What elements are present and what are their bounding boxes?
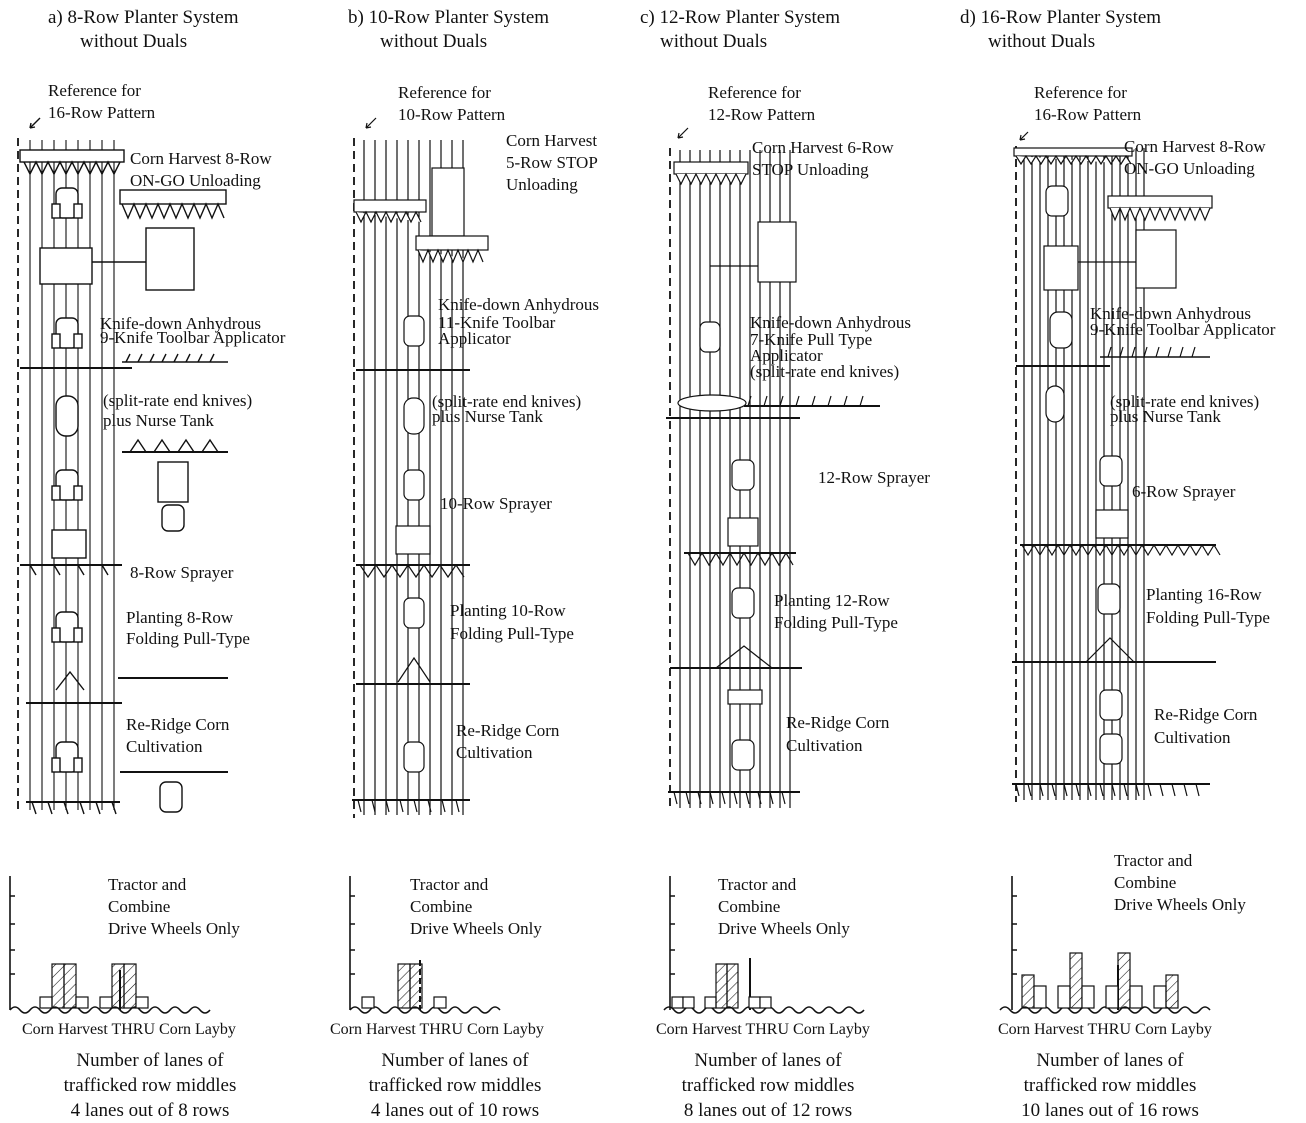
- histogram-bar: [749, 997, 760, 1008]
- histogram-bar: [52, 964, 64, 1008]
- summary-line: 10 lanes out of 16 rows: [980, 1098, 1240, 1123]
- histogram-bar: [1166, 975, 1178, 1008]
- histogram-bar: [362, 997, 374, 1008]
- panel-c: c) 12-Row Planter System without Duals R…: [640, 0, 960, 1122]
- histogram-bar: [1106, 986, 1118, 1008]
- axis-caption: Corn Harvest THRU Corn Layby: [22, 1021, 236, 1039]
- histogram-caption: Tractor and Combine Drive Wheels Only: [108, 874, 240, 940]
- summary-line: 4 lanes out of 10 rows: [320, 1098, 590, 1123]
- caption-line: Tractor and: [410, 874, 542, 896]
- caption-line: Combine: [1114, 872, 1246, 894]
- histogram-bar: [112, 964, 124, 1008]
- summary-line: Number of lanes of: [320, 1048, 590, 1073]
- histogram-bar: [434, 997, 446, 1008]
- traffic-histogram: [640, 0, 960, 1122]
- summary-line: Number of lanes of: [10, 1048, 290, 1073]
- axis-caption: Corn Harvest THRU Corn Layby: [656, 1021, 870, 1039]
- axis-caption: Corn Harvest THRU Corn Layby: [330, 1021, 544, 1039]
- histogram-bar: [76, 997, 88, 1008]
- traffic-histogram: [0, 0, 320, 1122]
- histogram-bar: [727, 964, 738, 1008]
- lanes-summary: Number of lanes of trafficked row middle…: [640, 1048, 896, 1123]
- panel-d: d) 16-Row Planter System without Duals R…: [960, 0, 1306, 1122]
- caption-line: Drive Wheels Only: [1114, 894, 1246, 916]
- caption-line: Tractor and: [108, 874, 240, 896]
- histogram-bar: [1130, 986, 1142, 1008]
- summary-line: trafficked row middles: [640, 1073, 896, 1098]
- summary-line: Number of lanes of: [640, 1048, 896, 1073]
- histogram-bar: [1118, 953, 1130, 1008]
- histogram-bar: [683, 997, 694, 1008]
- histogram-bar: [1058, 986, 1070, 1008]
- histogram-bar: [672, 997, 683, 1008]
- caption-line: Tractor and: [718, 874, 850, 896]
- histogram-bar: [100, 997, 112, 1008]
- histogram-bar: [64, 964, 76, 1008]
- lanes-summary: Number of lanes of trafficked row middle…: [10, 1048, 290, 1123]
- caption-line: Combine: [410, 896, 542, 918]
- traffic-histogram: [960, 0, 1306, 1122]
- histogram-bar: [136, 997, 148, 1008]
- histogram-bar: [1070, 953, 1082, 1008]
- histogram-bar: [410, 964, 422, 1008]
- axis-caption: Corn Harvest THRU Corn Layby: [998, 1021, 1212, 1039]
- histogram-bar: [1022, 975, 1034, 1008]
- histogram-bar: [1034, 986, 1046, 1008]
- summary-line: 8 lanes out of 12 rows: [640, 1098, 896, 1123]
- caption-line: Combine: [108, 896, 240, 918]
- caption-line: Combine: [718, 896, 850, 918]
- histogram-caption: Tractor and Combine Drive Wheels Only: [718, 874, 850, 940]
- histogram-bar: [760, 997, 771, 1008]
- summary-line: trafficked row middles: [980, 1073, 1240, 1098]
- panel-b: b) 10-Row Planter System without Duals R…: [320, 0, 640, 1122]
- histogram-caption: Tractor and Combine Drive Wheels Only: [410, 874, 542, 940]
- summary-line: trafficked row middles: [10, 1073, 290, 1098]
- summary-line: trafficked row middles: [320, 1073, 590, 1098]
- caption-line: Drive Wheels Only: [108, 918, 240, 940]
- histogram-bar: [124, 964, 136, 1008]
- panel-a: a) 8-Row Planter System without Duals Re…: [0, 0, 320, 1122]
- caption-line: Tractor and: [1114, 850, 1246, 872]
- histogram-caption: Tractor and Combine Drive Wheels Only: [1114, 850, 1246, 916]
- histogram-bar: [716, 964, 727, 1008]
- summary-line: Number of lanes of: [980, 1048, 1240, 1073]
- histogram-bar: [705, 997, 716, 1008]
- histogram-bar: [40, 997, 52, 1008]
- summary-line: 4 lanes out of 8 rows: [10, 1098, 290, 1123]
- caption-line: Drive Wheels Only: [718, 918, 850, 940]
- histogram-bar: [1082, 986, 1094, 1008]
- lanes-summary: Number of lanes of trafficked row middle…: [320, 1048, 590, 1123]
- traffic-histogram: [320, 0, 640, 1122]
- lanes-summary: Number of lanes of trafficked row middle…: [980, 1048, 1240, 1123]
- histogram-bar: [1154, 986, 1166, 1008]
- histogram-bar: [398, 964, 410, 1008]
- caption-line: Drive Wheels Only: [410, 918, 542, 940]
